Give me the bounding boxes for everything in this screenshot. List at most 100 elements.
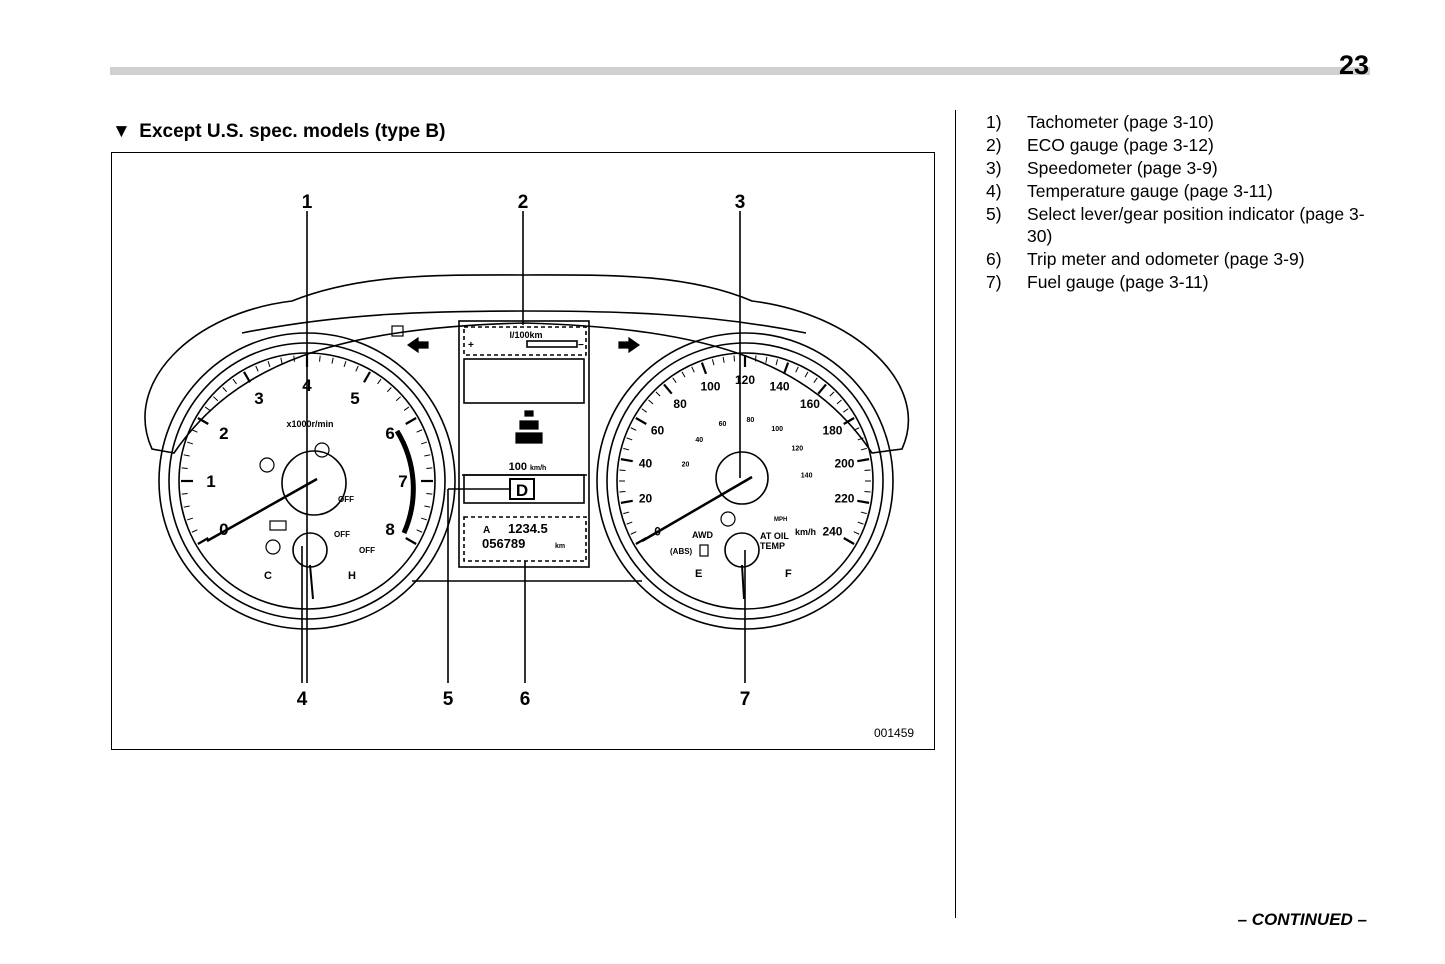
speedometer-tick <box>857 458 870 463</box>
tachometer-tick <box>319 355 321 362</box>
speedometer-tick <box>813 377 818 383</box>
legend-text: Temperature gauge (page 3-11) <box>1027 181 1273 201</box>
speedometer-tick <box>795 366 799 373</box>
legend-text: ECO gauge (page 3-12) <box>1027 135 1214 155</box>
tachometer-label: 8 <box>385 520 394 539</box>
speedometer-tick <box>843 417 855 425</box>
speedometer-tick <box>641 408 647 413</box>
speedometer-label: 180 <box>822 424 842 438</box>
tachometer-tick <box>420 441 427 445</box>
tachometer-tick <box>426 493 433 495</box>
tachometer-tick <box>183 454 190 457</box>
speedometer-label: 120 <box>735 373 755 387</box>
tachometer-tick <box>293 355 295 362</box>
left-turn-arrow-icon <box>406 336 429 354</box>
fog-light-icon <box>391 325 404 337</box>
speedometer-tick <box>817 383 827 395</box>
callout-7: 7 <box>740 689 751 710</box>
tachometer-label: 2 <box>219 424 228 443</box>
tachometer-tick <box>213 396 219 402</box>
speed-unit-mph-label: MPH <box>774 517 787 523</box>
tachometer-redline-band <box>394 429 416 535</box>
figure-id: 001459 <box>874 726 914 740</box>
check-engine-icon <box>265 539 281 555</box>
legend-text: Speedometer (page 3-9) <box>1027 158 1218 178</box>
tachometer-label: 4 <box>302 376 312 395</box>
tachometer-tick <box>197 417 209 425</box>
low-fuel-icon <box>699 544 709 557</box>
tachometer-tick <box>181 493 188 495</box>
callout-1: 1 <box>302 192 313 213</box>
section-heading-text: Except U.S. spec. models (type B) <box>139 121 446 142</box>
speedometer-tick <box>623 447 630 451</box>
tachometer-tick <box>403 406 410 411</box>
speedometer-tick <box>655 391 661 397</box>
trip-meter-value: 1234.5 <box>508 521 548 536</box>
speedometer-tick <box>864 469 871 472</box>
speedometer-tick <box>804 371 809 378</box>
speedometer-tick <box>626 521 633 525</box>
tachometer-tick <box>420 517 427 521</box>
speedometer-inner-label: 20 <box>682 462 690 469</box>
parking-brake-icon <box>259 457 275 473</box>
speedometer-tick <box>648 399 654 405</box>
temperature-hot-label: H <box>348 570 356 582</box>
speedometer-label: 220 <box>834 492 854 506</box>
speedometer-inner-label: 40 <box>695 437 703 444</box>
speedometer-tick <box>857 521 864 525</box>
tachometer-label: 3 <box>254 389 263 408</box>
speedometer-tick <box>711 359 715 366</box>
speedometer-inner-label: 80 <box>747 417 755 424</box>
speedometer-tick <box>853 427 860 431</box>
legend-text: Fuel gauge (page 3-11) <box>1027 272 1209 292</box>
speedometer-tick <box>853 531 860 535</box>
tachometer-tick <box>280 357 283 364</box>
tachometer-tick <box>395 396 401 402</box>
legend-item: 4) Temperature gauge (page 3-11) <box>986 180 1386 202</box>
speedometer-inner-label: 140 <box>801 472 813 479</box>
tachometer-label: 0 <box>219 520 228 539</box>
tachometer-tick <box>363 371 371 383</box>
tachometer-tick <box>197 537 209 545</box>
temperature-needle <box>309 564 314 600</box>
header-rule <box>110 67 1370 75</box>
temperature-cold-label: C <box>264 570 272 582</box>
speedometer-tick <box>700 362 708 375</box>
eco-gauge-unit: l/100km <box>509 330 542 340</box>
trip-meter-label: A <box>483 525 490 536</box>
tachometer-tick <box>426 467 433 469</box>
speedometer-tick <box>630 531 637 535</box>
speedometer-label: 160 <box>800 397 820 411</box>
speedometer-tick <box>619 490 626 493</box>
speedometer-tick <box>620 499 633 504</box>
speedometer-tick <box>635 537 647 545</box>
tachometer-tick <box>416 429 423 433</box>
power-steering-icon <box>314 442 330 458</box>
speedometer-tick <box>836 399 842 405</box>
speedometer-tick <box>843 408 849 413</box>
eco-gauge-plus: + <box>468 340 474 351</box>
speedometer-inner-label: 100 <box>771 426 783 433</box>
legend-number: 1) <box>986 112 1002 132</box>
speedometer-label: 0 <box>654 525 661 539</box>
callout-2: 2 <box>518 192 529 213</box>
tachometer-tick <box>191 429 198 433</box>
tachometer-tick <box>222 387 228 393</box>
eco-gauge-bar <box>526 340 578 348</box>
page-number: 23 <box>1338 50 1369 80</box>
speedometer-tick <box>620 458 633 463</box>
fuel-empty-label: E <box>695 568 702 580</box>
legend-text: Tachometer (page 3-10) <box>1027 112 1214 132</box>
speedometer-tick <box>635 417 647 425</box>
legend-number: 4) <box>986 181 1002 201</box>
section-heading: ▼ Except U.S. spec. models (type B) <box>112 121 445 143</box>
cluster-housing-outline <box>144 274 909 454</box>
tachometer-tick <box>255 365 259 372</box>
tachometer-needle <box>206 477 318 543</box>
tachometer-label: 7 <box>398 472 407 491</box>
center-display-frame <box>458 320 590 568</box>
speedometer-tick <box>860 511 867 515</box>
at-oil-temp-label-line2: TEMP <box>760 541 785 551</box>
